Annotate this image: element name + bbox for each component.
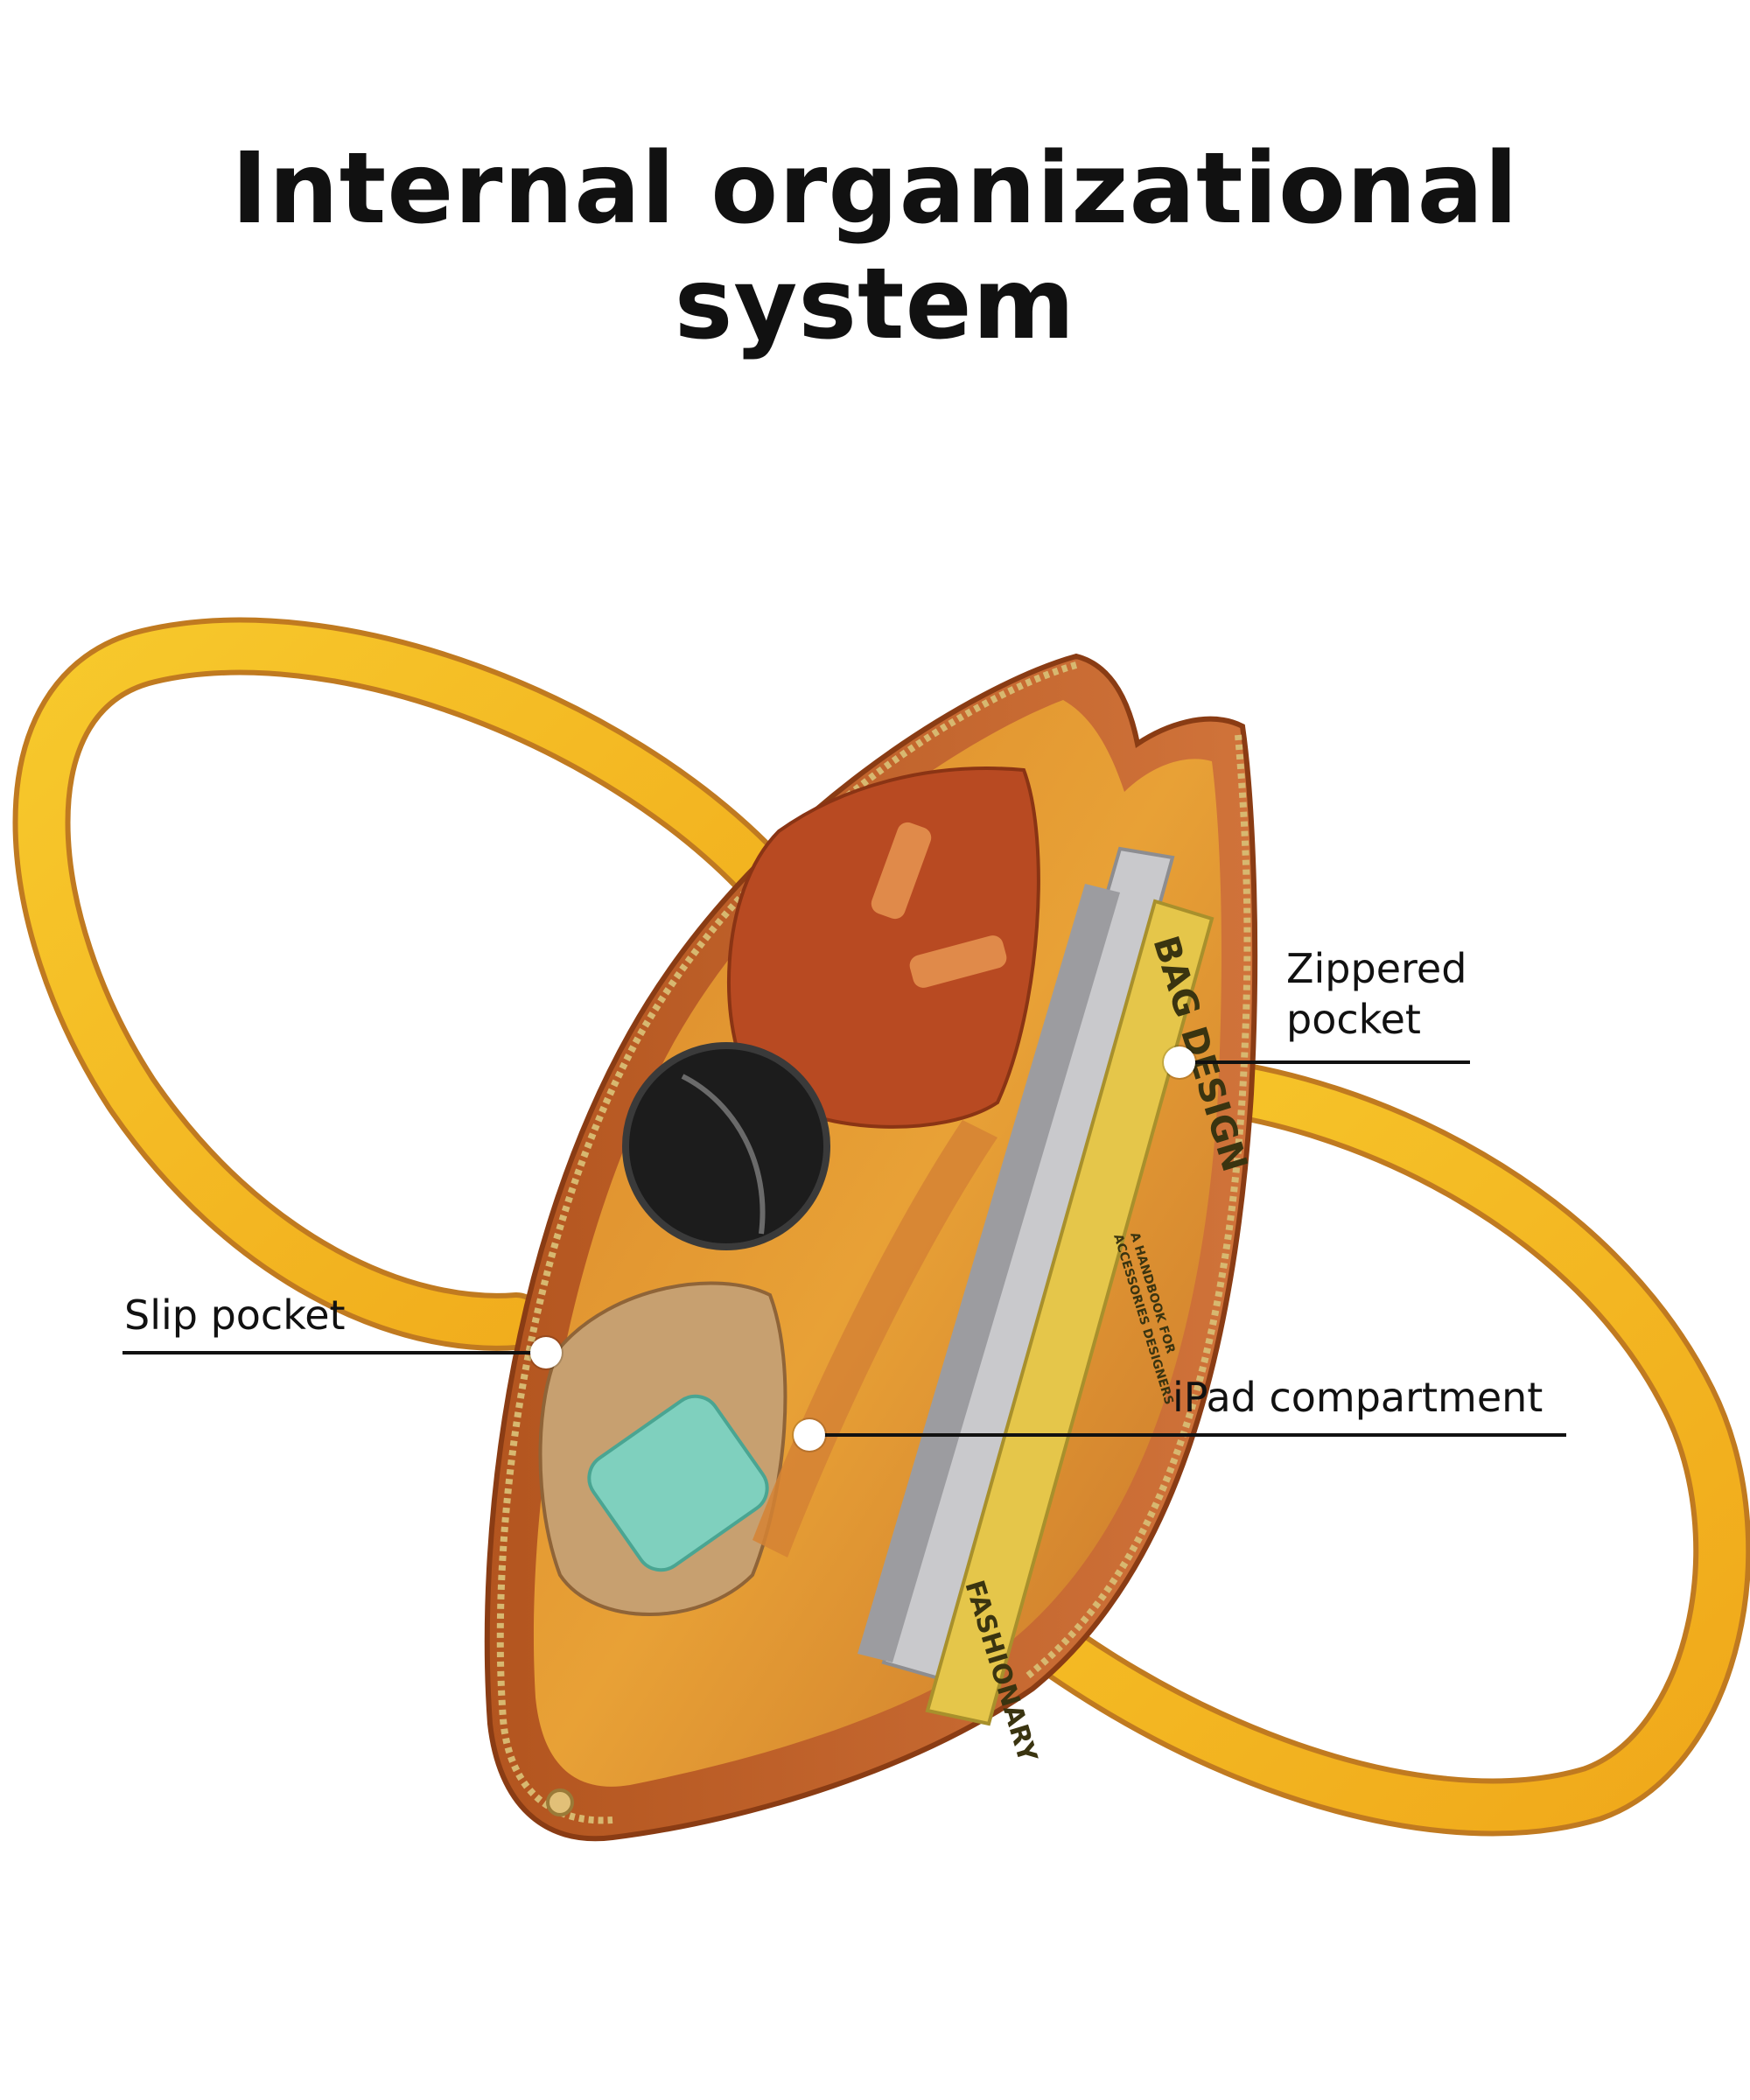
zippered-pocket-line-1: Zippered <box>1286 945 1467 992</box>
zipper-pull <box>546 1788 574 1816</box>
ipad-compartment-marker <box>794 1419 825 1451</box>
zippered-pocket-leader <box>1181 1060 1470 1064</box>
title-line-2: system <box>674 248 1076 361</box>
slip-pocket-leader <box>122 1351 551 1354</box>
zippered-pocket-label: Zippered pocket <box>1286 943 1466 1045</box>
zippered-pocket-line-2: pocket <box>1286 996 1421 1043</box>
title-line-1: Internal organizational <box>231 132 1519 246</box>
right-strap <box>916 1056 1750 1837</box>
page-title: Internal organizational system <box>0 131 1750 362</box>
canister <box>622 1042 830 1250</box>
ipad-compartment-leader <box>814 1433 1566 1437</box>
lunch-box <box>538 1281 788 1616</box>
left-strap <box>12 617 790 1351</box>
ipad-compartment-label: iPad compartment <box>1172 1374 1544 1421</box>
slip-pocket-marker <box>530 1337 562 1368</box>
slip-pocket-label: Slip pocket <box>124 1292 346 1339</box>
pouch <box>726 766 1040 1129</box>
zippered-pocket-marker <box>1164 1046 1195 1078</box>
